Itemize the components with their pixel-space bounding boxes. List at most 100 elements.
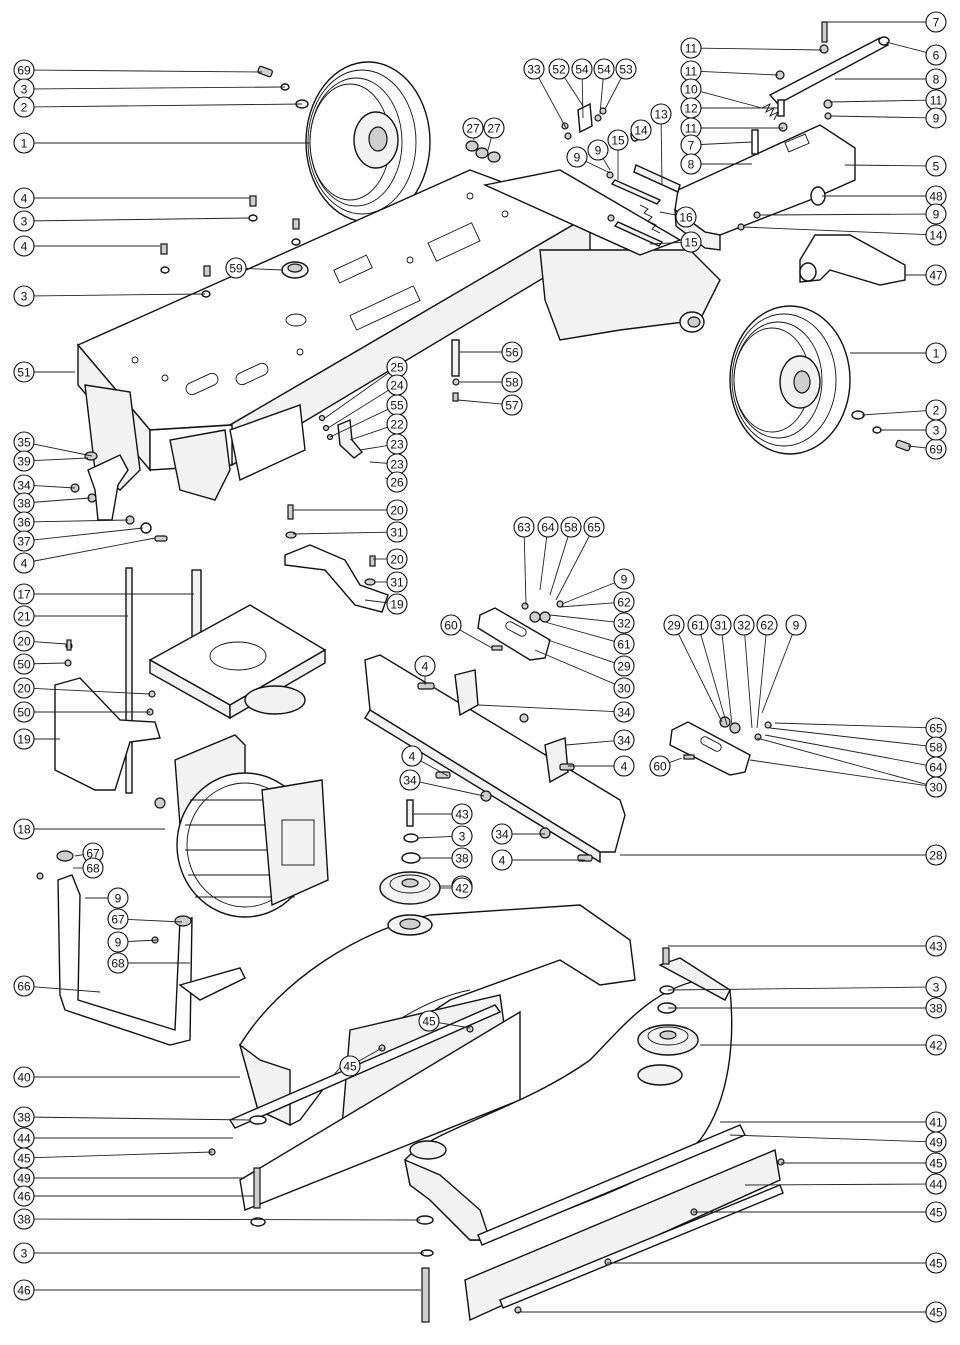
- callout-1-1: 1: [14, 133, 34, 153]
- callout-label: 54: [597, 63, 611, 77]
- callout-69-1: 69: [14, 60, 34, 80]
- callout-55-1: 55: [387, 395, 407, 415]
- callout-label: 45: [422, 1015, 436, 1029]
- callout-label: 13: [654, 108, 668, 122]
- callout-25-1: 25: [387, 357, 407, 377]
- leader-69-1: [34, 70, 262, 72]
- callout-label: 31: [390, 576, 404, 590]
- callout-label: 14: [929, 229, 943, 243]
- leader-53-1: [605, 78, 621, 109]
- leader-55-1: [330, 409, 388, 437]
- callout-13-1: 13: [651, 104, 671, 124]
- callout-34-1: 34: [14, 475, 34, 495]
- leader-38-1: [34, 498, 90, 502]
- link-plate-30a: [478, 601, 563, 660]
- callout-44-1: 44: [14, 1128, 34, 1148]
- callout-4-2: 4: [14, 236, 34, 256]
- callout-label: 32: [617, 617, 631, 631]
- leader-3-6: [418, 836, 452, 838]
- callout-45-2: 45: [926, 1153, 946, 1173]
- callout-32-1: 32: [614, 613, 634, 633]
- motor-plate: [150, 605, 325, 718]
- callout-29-1: 29: [614, 656, 634, 676]
- callout-65-2: 65: [926, 718, 946, 738]
- leader-35-1: [34, 444, 92, 456]
- callout-label: 30: [929, 781, 943, 795]
- callout-61-1: 61: [614, 634, 634, 654]
- bracket-19-lower: [55, 640, 160, 790]
- callout-label: 55: [390, 399, 404, 413]
- callout-11-3: 11: [926, 90, 946, 110]
- callout-45-6: 45: [419, 1011, 439, 1031]
- callout-label: 11: [930, 94, 943, 108]
- callout-48-1: 48: [926, 186, 946, 206]
- callout-label: 45: [929, 1306, 943, 1320]
- callout-label: 58: [505, 376, 519, 390]
- leader-6-1: [886, 42, 926, 52]
- callout-42-3: 42: [926, 1035, 946, 1055]
- callout-label: 38: [17, 1213, 31, 1227]
- callout-20-1: 20: [14, 631, 34, 651]
- callout-label: 26: [390, 476, 404, 490]
- leader-9-4: [603, 159, 610, 170]
- callout-label: 43: [929, 940, 943, 954]
- leader-11-2: [701, 71, 778, 75]
- leader-3-2: [34, 218, 250, 221]
- callout-label: 11: [685, 42, 698, 56]
- callout-62-2: 62: [757, 615, 777, 635]
- callout-68-2: 68: [108, 953, 128, 973]
- callout-62-1: 62: [614, 592, 634, 612]
- callout-label: 12: [684, 102, 698, 116]
- callout-16-1: 16: [676, 207, 696, 227]
- callout-label: 61: [691, 619, 705, 633]
- callout-label: 8: [933, 73, 940, 87]
- callout-45-4: 45: [926, 1253, 946, 1273]
- callout-24-1: 24: [387, 375, 407, 395]
- callout-9-3: 9: [567, 147, 587, 167]
- callout-9-2: 9: [926, 204, 946, 224]
- leader-9-3: [586, 161, 610, 173]
- leader-14-1: [743, 227, 926, 235]
- callout-label: 46: [17, 1190, 31, 1204]
- callout-33-1: 33: [524, 59, 544, 79]
- callout-label: 4: [21, 557, 28, 571]
- callout-label: 41: [929, 1116, 943, 1130]
- pulley-42-center: [380, 800, 440, 904]
- callout-42-2: 42: [452, 878, 472, 898]
- callout-31-2: 31: [387, 572, 407, 592]
- callout-label: 29: [667, 619, 681, 633]
- callout-58-3: 58: [926, 737, 946, 757]
- callout-label: 65: [587, 521, 601, 535]
- callout-label: 3: [459, 830, 466, 844]
- callout-27-1: 27: [463, 118, 483, 138]
- callout-9-6: 9: [786, 615, 806, 635]
- callout-66-1: 66: [14, 976, 34, 996]
- callout-4-7: 4: [492, 850, 512, 870]
- leader-9-1: [830, 116, 926, 118]
- callout-45-7: 45: [340, 1056, 360, 1076]
- leader-60-2: [669, 758, 682, 763]
- leader-9-6: [762, 634, 792, 713]
- callout-15-2: 15: [681, 232, 701, 252]
- leader-31-1: [293, 532, 387, 534]
- callout-label: 45: [17, 1152, 31, 1166]
- callout-19-1: 19: [14, 729, 34, 749]
- callout-44-2: 44: [926, 1174, 946, 1194]
- callout-label: 27: [466, 122, 480, 136]
- callout-label: 37: [17, 535, 31, 549]
- callout-label: 29: [617, 660, 631, 674]
- callout-10-1: 10: [681, 79, 701, 99]
- leader-36-1: [34, 520, 128, 522]
- leader-65-1: [556, 536, 589, 600]
- callout-45-3: 45: [926, 1202, 946, 1222]
- leader-34-2: [478, 705, 614, 712]
- callout-label: 15: [611, 134, 625, 148]
- callout-label: 3: [933, 981, 940, 995]
- leader-11-1: [701, 48, 822, 50]
- callout-label: 32: [737, 619, 751, 633]
- callout-50-1: 50: [14, 654, 34, 674]
- callout-label: 18: [17, 823, 31, 837]
- callout-label: 39: [17, 455, 31, 469]
- callout-label: 44: [17, 1132, 31, 1146]
